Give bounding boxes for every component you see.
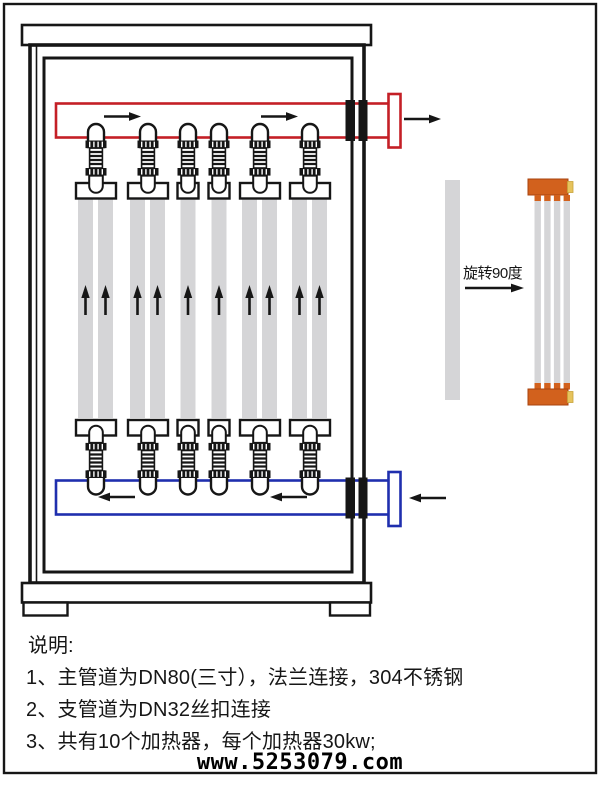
bottom-terminal-tab [567, 391, 574, 403]
heater-element-front-view [527, 178, 574, 406]
wall-penetration [345, 477, 355, 519]
wall-penetration [345, 100, 355, 141]
note-line-2: 2、支管道为DN32丝扣连接 [26, 699, 272, 721]
top-header-block [527, 178, 569, 196]
note-line-1: 1、主管道为DN80(三寸），法兰连接，304不锈钢 [26, 667, 464, 689]
bottom-header-block [527, 388, 569, 406]
cabinet-right-foot [328, 601, 372, 617]
hot-pipe-flange [387, 92, 402, 149]
top-stubs [534, 195, 570, 202]
notes-title: 说明: [28, 635, 74, 657]
cold-pipe-flange [387, 470, 402, 528]
watermark-url: www.5253079.com [196, 750, 404, 775]
bottom-stubs [534, 383, 570, 390]
cabinet-top-cap [20, 23, 373, 47]
cabinet-base [20, 581, 373, 604]
top-terminal-tab [567, 181, 574, 193]
heater-element-side-view [445, 180, 460, 400]
element-tubes [534, 201, 570, 383]
wall-penetration [358, 100, 368, 141]
wall-penetration [358, 477, 368, 519]
rotate-90-label: 旋转90度 [463, 265, 523, 282]
note-line-3: 3、共有10个加热器，每个加热器30kw; [26, 731, 376, 753]
rotate-arrow [465, 283, 524, 293]
cabinet-left-foot [22, 601, 69, 617]
